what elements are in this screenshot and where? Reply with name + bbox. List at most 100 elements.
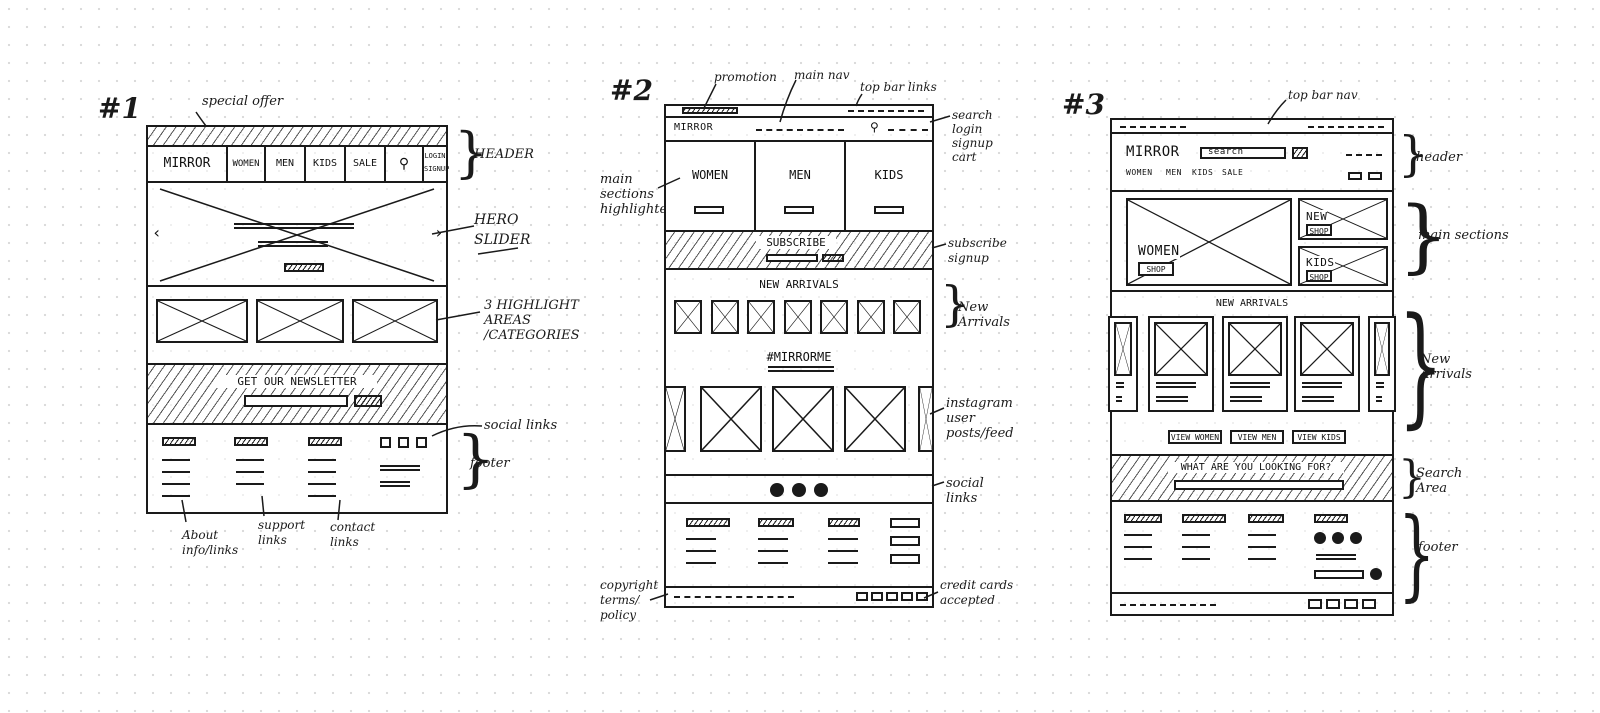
view-men-button[interactable]: VIEW MEN <box>1230 430 1284 444</box>
section-women[interactable]: WOMEN SHOP <box>1126 198 1292 286</box>
top-bar-links-left[interactable] <box>1120 126 1186 128</box>
view-women-button[interactable]: VIEW WOMEN <box>1168 430 1222 444</box>
product-image[interactable] <box>1300 322 1354 376</box>
account-links[interactable] <box>1346 154 1382 156</box>
subscribe-email-input[interactable] <box>766 254 818 262</box>
slider-prev-arrow[interactable]: ‹ <box>152 223 163 242</box>
social-icon-1[interactable] <box>770 483 784 497</box>
section-men[interactable]: MEN <box>756 142 846 230</box>
brand-logo[interactable]: MIRROR <box>148 147 228 181</box>
social-icon-1[interactable] <box>380 437 391 448</box>
newsletter-email-input[interactable] <box>244 395 348 407</box>
section-kids[interactable]: KIDS <box>846 142 932 230</box>
section-women-button[interactable] <box>694 206 724 214</box>
product-card[interactable] <box>1148 316 1214 412</box>
nav-item-men[interactable]: MEN <box>1166 168 1182 177</box>
social-icon-2[interactable] <box>398 437 409 448</box>
highlight-card-1[interactable] <box>156 299 248 343</box>
brand-logo[interactable]: MIRROR <box>674 122 714 133</box>
instagram-post[interactable] <box>664 386 686 452</box>
copyright-terms-links[interactable] <box>674 596 794 598</box>
newsletter-submit-button[interactable] <box>354 395 382 407</box>
nav-item-men[interactable]: MEN <box>266 147 306 181</box>
product-image[interactable] <box>1114 322 1132 376</box>
product-image[interactable] <box>1154 322 1208 376</box>
product-card[interactable] <box>1108 316 1138 412</box>
social-icon-1[interactable] <box>1314 532 1326 544</box>
brand-logo[interactable]: MIRROR <box>1126 144 1180 160</box>
product-card[interactable] <box>1294 316 1360 412</box>
wireframe-2-number: #2 <box>610 74 653 107</box>
instagram-post[interactable] <box>772 386 834 452</box>
section-women[interactable]: WOMEN <box>666 142 756 230</box>
search-button[interactable] <box>1292 147 1308 159</box>
product-thumb[interactable] <box>674 300 702 334</box>
section-women-shop-button[interactable]: SHOP <box>1138 262 1174 276</box>
nav-item-sale[interactable]: SALE <box>1222 168 1244 177</box>
header-brace: } <box>1398 126 1429 182</box>
footer-button-1[interactable] <box>890 518 920 528</box>
social-icon-3[interactable] <box>1350 532 1362 544</box>
product-thumb[interactable] <box>710 300 739 334</box>
top-bar-links[interactable] <box>848 110 924 112</box>
note-support-links: support links <box>258 518 306 547</box>
section-new-shop-button[interactable]: SHOP <box>1306 224 1332 236</box>
nav-item-kids[interactable]: KIDS <box>1192 168 1214 177</box>
social-icon-3[interactable] <box>814 483 828 497</box>
newsletter-submit-button[interactable] <box>1370 568 1382 580</box>
footer-button-2[interactable] <box>890 536 920 546</box>
product-card[interactable] <box>1368 316 1396 412</box>
section-kids-button[interactable] <box>874 206 904 214</box>
nav-item-women[interactable]: WOMEN <box>1126 168 1153 177</box>
highlight-card-2[interactable] <box>256 299 344 343</box>
social-icon-2[interactable] <box>1332 532 1344 544</box>
footer-brace: } <box>456 422 496 495</box>
view-kids-button[interactable]: VIEW KIDS <box>1292 430 1346 444</box>
product-thumb[interactable] <box>893 300 921 334</box>
hero-cta-button[interactable] <box>284 263 324 272</box>
section-new[interactable]: NEW SHOP <box>1298 198 1388 240</box>
login-signup[interactable]: LOGIN SIGNUP <box>424 147 450 181</box>
section-kids[interactable]: KIDS SHOP <box>1298 246 1388 286</box>
product-image[interactable] <box>1228 322 1282 376</box>
signup-link[interactable]: SIGNUP <box>424 165 450 173</box>
note-social-links: social links <box>946 476 984 506</box>
account-icon[interactable] <box>1368 172 1382 180</box>
slider-next-arrow[interactable]: › <box>434 223 445 242</box>
search-icon[interactable]: ⚲ <box>386 147 424 181</box>
instagram-post[interactable] <box>844 386 906 452</box>
search-area-input[interactable] <box>1174 480 1344 490</box>
product-thumb[interactable] <box>820 300 848 334</box>
footer-button-3[interactable] <box>890 554 920 564</box>
subscribe-submit-button[interactable] <box>822 254 844 262</box>
login-link[interactable]: LOGIN <box>424 152 446 160</box>
instagram-post[interactable] <box>700 386 762 452</box>
product-thumb[interactable] <box>783 300 812 334</box>
section-kids-shop-button[interactable]: SHOP <box>1306 270 1332 282</box>
top-bar-links-right[interactable] <box>1308 126 1384 128</box>
copyright-bar <box>666 588 932 606</box>
copyright-links[interactable] <box>1120 604 1216 606</box>
product-thumb[interactable] <box>856 300 885 334</box>
search-input[interactable]: search <box>1200 147 1286 159</box>
newsletter-input[interactable] <box>1314 570 1364 579</box>
note-contact-links: contact links <box>330 520 376 549</box>
product-card[interactable] <box>1222 316 1288 412</box>
nav-item-kids[interactable]: KIDS <box>306 147 346 181</box>
social-icon-3[interactable] <box>416 437 427 448</box>
instagram-post[interactable] <box>918 386 934 452</box>
product-thumb[interactable] <box>747 300 775 334</box>
section-men-button[interactable] <box>784 206 814 214</box>
social-icon-2[interactable] <box>792 483 806 497</box>
cart-icon[interactable] <box>1348 172 1362 180</box>
highlight-card-3[interactable] <box>352 299 438 343</box>
top-bar-nav <box>1112 120 1392 134</box>
main-nav-links[interactable] <box>756 129 844 131</box>
nav-item-women[interactable]: WOMEN <box>228 147 266 181</box>
product-image[interactable] <box>1374 322 1390 376</box>
nav-item-sale[interactable]: SALE <box>346 147 386 181</box>
promotion-banner[interactable] <box>682 107 738 114</box>
search-icon[interactable]: ⚲ <box>870 120 880 134</box>
account-links[interactable] <box>888 129 928 131</box>
note-copyright: copyright terms/ policy <box>600 578 659 622</box>
